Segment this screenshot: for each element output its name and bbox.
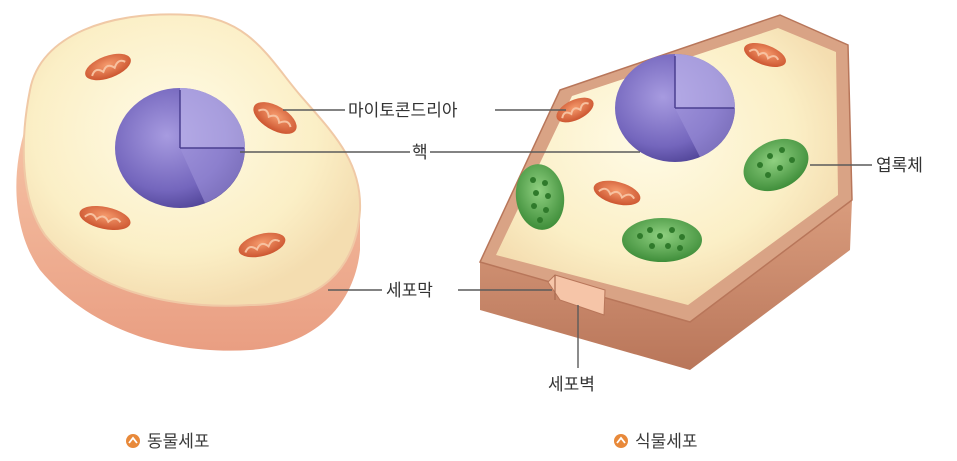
label-cell-wall: 세포벽: [548, 375, 595, 395]
caption-bullet-icon: [126, 434, 140, 448]
plant-cell: [480, 15, 852, 370]
animal-nucleus: [115, 88, 245, 208]
label-nucleus: 핵: [412, 143, 428, 163]
label-chloroplast: 엽록체: [876, 156, 923, 176]
caption-animal-cell: 동물세포: [147, 432, 210, 452]
label-mitochondria: 마이토콘드리아: [348, 101, 458, 121]
label-cell-membrane: 세포막: [386, 281, 433, 301]
caption-plant: 식물세포: [614, 432, 698, 452]
caption-animal: 동물세포: [126, 432, 210, 452]
plant-chloroplast-2: [622, 218, 702, 262]
animal-cell: [16, 14, 360, 350]
caption-plant-cell: 식물세포: [635, 432, 698, 452]
caption-bullet-icon: [614, 434, 628, 448]
plant-nucleus: [615, 54, 735, 162]
